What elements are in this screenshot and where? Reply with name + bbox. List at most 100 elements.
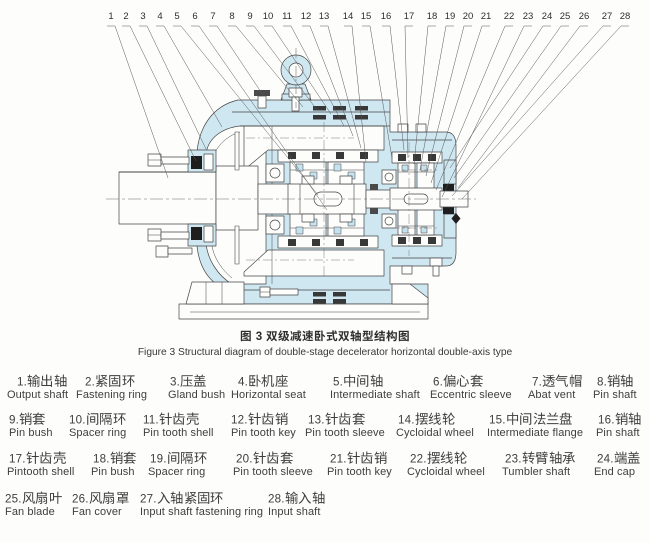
part-number: 12. [231,413,248,427]
callout-number-14: 14 [343,11,354,22]
callout-number-17: 17 [404,11,415,22]
callout-number-23: 23 [523,11,534,22]
part-name-cn-text [443,374,483,389]
flange-bolt-top [288,87,303,112]
leader-line-27 [451,25,611,197]
pin-shaft-blocks-bottom [313,292,346,304]
part-name-chinese: 19. [150,451,207,466]
part-name-chinese: 14. [398,412,474,427]
part-name-cn-text [110,451,137,466]
part-name-english: Pin tooth shell [143,427,214,439]
end-caps [443,159,461,239]
legend-item-14: 14.Cycloidal wheel [396,412,474,440]
part-name-chinese: 16. [598,412,642,427]
part-number: 27. [140,492,157,506]
part-name-english: Pin tooth key [231,427,296,439]
part-number: 23. [505,452,522,466]
part-name-chinese: 21. [330,451,392,466]
part-name-english: Abat vent [528,389,576,401]
part-number: 20. [236,452,253,466]
leader-line-22 [435,25,513,191]
part-name-chinese: 4. [238,374,306,389]
part-name-english: Cycloidal wheel [396,427,474,439]
part-name-chinese: 12. [231,412,296,427]
legend-item-2: 2.Fastening ring [76,374,147,402]
callout-number-25: 25 [560,11,571,22]
part-name-english: Gland bush [168,389,226,401]
part-number: 3. [170,375,181,389]
part-name-english: Spacer ring [69,427,127,439]
part-name-english: Eccentric sleeve [430,389,512,401]
part-name-english: Pintooth shell [7,466,75,478]
callout-number-4: 4 [157,11,162,22]
callout-number-26: 26 [579,11,590,22]
part-name-chinese: 13. [308,412,385,427]
part-name-english: Fan cover [72,506,122,518]
leader-line-12 [302,25,354,137]
legend-item-26: 26.Fan cover [72,491,129,519]
gland-bush-seals [187,149,217,247]
callout-number-9: 9 [247,11,252,22]
part-number: 18. [93,452,110,466]
part-number: 24. [597,452,614,466]
leader-line-13 [320,25,362,149]
part-name-cn-text [506,412,573,427]
leader-line-8 [228,25,304,108]
part-name-english: Pin tooth sleeve [233,466,313,478]
leader-line-3 [139,25,207,150]
callout-number-18: 18 [427,11,438,22]
legend-item-25: 25.Fan blade [5,491,62,519]
part-name-chinese: 3. [170,374,225,389]
part-number: 10. [69,413,86,427]
part-name-cn-text [180,374,207,389]
leader-line-14 [344,25,367,163]
part-name-chinese: 2. [85,374,147,389]
part-number: 9. [9,413,20,427]
part-name-cn-text [542,374,582,389]
part-name-cn-text [607,374,634,389]
part-name-cn-text [427,451,467,466]
studs [234,131,240,265]
callout-number-12: 12 [301,11,312,22]
callout-number-11: 11 [282,11,292,22]
legend-item-24: 24.End cap [594,451,641,479]
stage2-bearings [381,169,397,229]
leader-line-25 [453,25,569,179]
part-name-cn-text [22,491,62,506]
part-number: 1. [17,375,28,389]
legend-item-19: 19.Spacer ring [148,451,207,479]
legend-item-22: 22.Cycloidal wheel [407,451,485,479]
callout-number-6: 6 [192,11,197,22]
leader-line-26 [457,25,588,189]
figure-caption-english: Figure 3 Structural diagram of double-st… [137,347,513,358]
leader-line-17 [404,25,413,159]
part-name-english: Horizontal seat [231,389,306,401]
callout-number-3: 3 [140,11,145,22]
part-name-chinese: 1. [17,374,68,389]
part-number: 13. [308,413,325,427]
leader-line-20 [425,25,472,177]
part-name-chinese: 7. [532,374,582,389]
base-bolt [259,286,299,298]
part-name-cn-text [614,451,641,466]
part-name-english: Intermediate shaft [330,389,420,401]
leader-line-23 [441,25,532,198]
legend-item-20: 20.Pin tooth sleeve [233,451,313,479]
part-name-cn-text [522,451,576,466]
part-name-cn-text [253,451,293,466]
legend-item-15: 15.Intermediate flange [487,412,583,440]
callout-number-5: 5 [174,11,179,22]
legend-item-21: 21.Pin tooth key [327,451,392,479]
part-name-english: Spacer ring [148,466,206,478]
leader-line-24 [449,25,551,169]
part-number: 17. [9,452,26,466]
callout-number-1: 1 [108,11,113,22]
part-name-chinese: 6. [433,374,512,389]
leader-line-7 [209,25,264,96]
legend-item-28: 28.Input shaft [268,491,325,519]
callout-number-10: 10 [263,11,274,22]
part-number: 5. [333,375,344,389]
leader-line-21 [430,25,490,184]
